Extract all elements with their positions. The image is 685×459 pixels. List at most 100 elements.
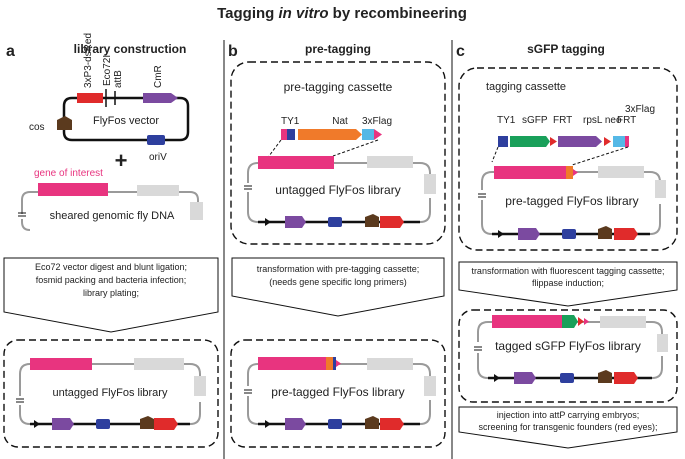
panel-c-letter: c [456,43,465,60]
cassette-c-title: tagging cassette [486,81,566,93]
cmr-marker [52,418,74,430]
insert-arc [247,363,259,386]
neighbor-gene [137,185,179,196]
backbone-arc [19,405,31,425]
dsred-label: 3xP3-dsRed [83,33,94,88]
panel-a: a library construction 3xP3-dsRed Eco72I… [3,33,219,448]
ty1-tag [287,129,295,140]
neighbor-gene-2 [190,202,203,220]
sheared-dna: gene of interest sheared genomic fly DNA [18,168,203,231]
cmr-marker [285,418,306,430]
homology-arm [573,169,578,176]
attb-arrow [265,420,271,428]
insert-arc [189,363,201,380]
panel-c: c sGFP tagging tagging cassette TY1 sGFP… [456,42,678,449]
attb-arrow [34,420,40,428]
ty1-label: TY1 [281,116,300,127]
dsred-marker [154,418,178,430]
panel-b: b pre-tagging pre-tagging cassette TY1 N… [228,42,446,448]
vector-label: FlyFos vector [93,115,159,127]
attb-arrow [265,218,271,226]
tagging-cassette: TY1 sGFP FRT rpsL neo FRT 3xFlag [491,104,655,166]
neighbor-gene-2 [657,334,668,352]
cos-site [140,416,154,429]
neighbor-gene-2 [424,376,436,396]
step-c-4: screening for transgenic founders (red e… [478,422,657,432]
neighbor-gene-2 [424,174,436,194]
library-box-c [458,309,678,403]
flag-tag [362,129,374,140]
nat-marker [298,129,362,140]
insertion-line [491,146,499,163]
sheared-dna-label: sheared genomic fly DNA [50,210,175,222]
dsred-marker [380,216,404,228]
homology-arm [584,318,589,325]
steps-arrow-a [3,257,219,333]
nat-label: Nat [332,116,348,127]
backbone-arc [651,356,663,379]
cos-site [598,226,612,239]
cos-site [57,116,72,130]
panel-c-heading: sGFP tagging [527,42,605,56]
flyfos-vector: 3xP3-dsRed Eco72I attB CmR cos FlyFos ve… [29,33,190,163]
neighbor-gene [598,166,644,178]
backbone-arc [247,396,259,425]
neighbor-gene [367,358,413,370]
steps-arrow-c1 [458,261,678,307]
cmr-label: CmR [153,65,164,88]
oriv-label: oriV [149,152,167,163]
nat-insert [326,357,333,370]
library-box-b [230,339,446,448]
homology-arm [336,360,341,367]
backbone-arc [481,200,493,235]
neighbor-gene [367,156,413,168]
neighbor-gene [600,316,646,328]
ty1-label: TY1 [497,115,516,126]
frt-site [578,317,584,326]
attb-arrow [494,374,500,382]
dsred-marker [77,93,103,103]
cmr-marker [143,93,178,103]
step-c-3: injection into attP carrying embryos; [497,410,639,420]
ty1-insert [333,357,336,370]
library-b-result-label: pre-tagged FlyFos library [271,385,404,399]
dsred-marker [614,228,638,240]
step-a-2: fosmid packing and bacteria infection; [36,275,187,285]
step-c-2: flippase induction; [532,278,604,288]
cassette-box-b [230,61,446,245]
cassette-box-c [458,67,678,251]
cmr-marker [518,228,540,240]
gene-of-interest [30,358,92,370]
insert-arc [651,321,663,338]
flag-label: 3xFlag [625,104,655,115]
cmr-marker [285,216,306,228]
insert-arc [477,321,489,342]
dsred-marker [614,372,638,384]
step-b-2: (needs gene specific long primers) [269,277,407,287]
plus-sign: + [115,148,128,173]
flag-label: 3xFlag [362,116,392,127]
backbone-arc [477,353,489,379]
cos-site [365,416,379,429]
insert-arc [419,363,431,380]
panel-a-heading: library construction [74,42,187,56]
insert-arc [481,171,493,190]
insert-arc [19,363,31,396]
cos-site [598,370,612,383]
sgfp-label: sGFP [522,115,548,126]
neighbor-gene-2 [194,376,206,396]
pretagged-library-c: pre-tagged FlyFos library [478,166,666,240]
frt2-label: FRT [617,115,636,126]
panel-a-letter: a [6,43,15,60]
cos-label: cos [29,122,45,133]
backbone-arc [247,192,259,223]
pretagged-library-b: pre-tagged FlyFos library [244,357,436,430]
figure-title: Tagging in vitro by recombineering [217,5,467,22]
step-c-1: transformation with fluorescent tagging … [471,266,664,276]
dna-lower-arc [21,219,31,231]
cos-site [365,214,379,227]
dsred-marker [380,418,404,430]
library-box-a [3,339,219,448]
pretagging-cassette: TY1 Nat 3xFlag [265,116,392,161]
